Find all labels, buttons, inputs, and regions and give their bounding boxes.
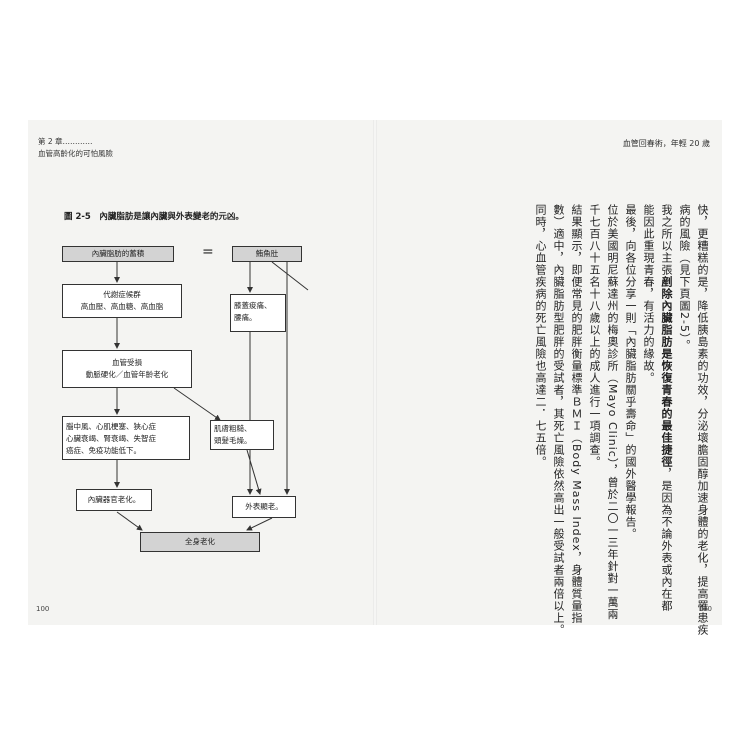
running-head: 血管回春術，年輕 20 歲 <box>622 139 710 148</box>
figure-caption: 圖 2-5 內臟脂肪是讓內臟與外表變老的元凶。 <box>64 212 244 222</box>
joint-pain-box: 膝蓋痠痛、 腰痛。 <box>230 294 286 332</box>
skin-hair-box: 肌膚粗糙、 頭髮毛燥。 <box>210 420 274 450</box>
metabolic-syndrome-box: 代謝症候群 高血壓、高血糖、高血脂 <box>62 284 182 318</box>
left-page: 第 2 章………… 血管高齡化的可怕風險 圖 2-5 內臟脂肪是讓內臟與外表變老… <box>28 120 375 625</box>
emphasis-text: 剷除內臟脂肪是恢復青春的最佳捷徑 <box>660 276 673 468</box>
text-column-5: 最後，向各位分享一則「內臟脂肪關乎壽命」的國外醫學報告。 <box>624 204 637 540</box>
text-column-1: 快，更糟糕的是，降低胰島素的功效，分泌壞膽固醇加速身體的老化，提高罹患疾 <box>696 204 709 636</box>
potbelly-box: 鮪魚肚 <box>232 246 302 262</box>
gutter <box>373 120 377 625</box>
diseases-box: 腦中風、心肌梗塞、狹心症 心臟衰竭、腎衰竭、失智症 癌症、免疫功能低下。 <box>62 416 190 460</box>
right-page-number: 100 <box>698 605 712 613</box>
text-column-6: 位於美國明尼蘇達州的梅奧診所（Mayo Clinic），曾於二〇一三年針對一萬兩 <box>606 204 619 621</box>
text-column-3: 我之所以主張剷除內臟脂肪是恢復青春的最佳捷徑，是因為不論外表或內在都 <box>660 204 673 612</box>
text-column-8: 結果顯示，即便常見的肥胖衡量標準ＢＭＩ（Body Mass Index，身體質量… <box>570 204 583 624</box>
equals-sign: = <box>202 244 214 260</box>
vascular-damage-box: 血管受損 動脈硬化／血管年齡老化 <box>62 350 192 388</box>
chapter-label: 第 2 章………… <box>38 137 93 146</box>
organ-aging-box: 內臟器官老化。 <box>76 489 152 511</box>
text-column-10: 同時，心血管疾病的死亡風險也高達二．七五倍。 <box>534 204 547 468</box>
right-page: 血管回春術，年輕 20 歲 快，更糟糕的是，降低胰島素的功效，分泌壞膽固醇加速身… <box>375 120 722 636</box>
text-column-9: 數）適中，內臟脂肪型肥胖的受試者，其死亡風險依然高出一般受試者兩倍以上。 <box>552 204 565 636</box>
whole-body-aging-box: 全身老化 <box>140 532 260 552</box>
text-column-2: 病的風險（見下頁圖2-5）。 <box>678 204 691 352</box>
left-page-number: 100 <box>36 605 50 613</box>
text-column-4: 能因此重現青春，有活力的緣故。 <box>642 204 655 384</box>
appearance-aging-box: 外表顯老。 <box>232 496 296 518</box>
chapter-subtitle: 血管高齡化的可怕風險 <box>38 149 113 158</box>
book-spread: 第 2 章………… 血管高齡化的可怕風險 圖 2-5 內臟脂肪是讓內臟與外表變老… <box>28 120 722 636</box>
diagram-arrows <box>114 261 309 531</box>
text-column-7: 千七百八十五名十八歲以上的成人進行一項調查。 <box>588 204 601 468</box>
visceral-fat-box: 內臟脂肪的蓄積 <box>62 246 174 262</box>
